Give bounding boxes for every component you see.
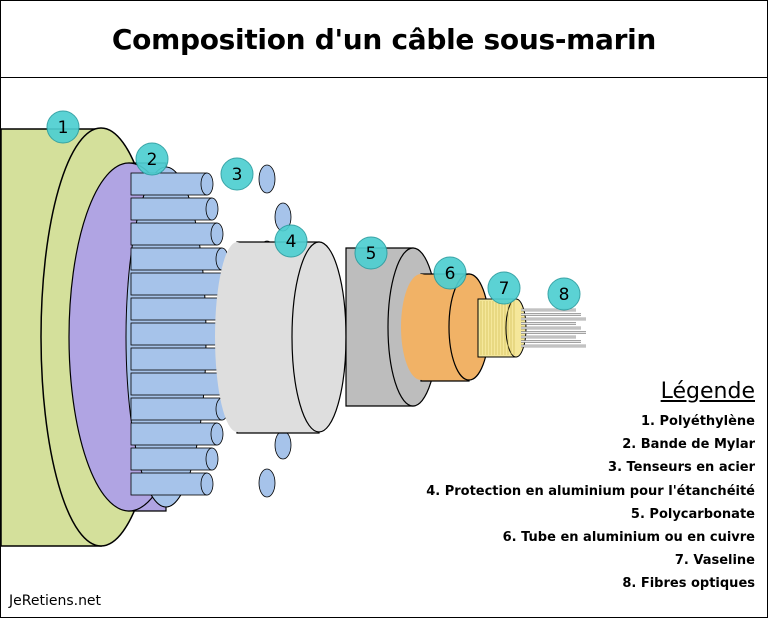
- marker-5: 5: [354, 236, 388, 270]
- steel-strand: [130, 247, 229, 271]
- legend-item-aluminium-shield: 4. Protection en aluminium pour l'étanch…: [426, 483, 755, 499]
- layer-markers: 1 2 3 4 5 6 7 8: [46, 110, 581, 311]
- marker-label: 7: [499, 279, 510, 299]
- layer-vaseline: [477, 298, 527, 358]
- legend: Légende 1. Polyéthylène 2. Bande de Myla…: [426, 379, 755, 596]
- marker-label: 5: [366, 244, 377, 264]
- watermark: JeRetiens.net: [9, 593, 102, 609]
- page-title: Composition d'un câble sous-marin: [111, 22, 657, 56]
- legend-item-vaseline: 7. Vaseline: [674, 553, 755, 569]
- legend-item-steel: 3. Tenseurs en acier: [608, 460, 755, 476]
- steel-strand-end: [274, 430, 292, 460]
- marker-8: 8: [547, 277, 581, 311]
- steel-strand: [130, 447, 219, 471]
- legend-item-metal-tube: 6. Tube en aluminium ou en cuivre: [502, 529, 755, 545]
- layer-metal-tube: [401, 273, 490, 382]
- steel-strand: [130, 172, 214, 196]
- legend-title: Légende: [660, 379, 755, 404]
- marker-4: 4: [274, 224, 308, 258]
- steel-strand-end: [258, 468, 276, 498]
- steel-strand: [130, 197, 219, 221]
- marker-label: 8: [559, 285, 570, 305]
- marker-label: 2: [147, 150, 158, 170]
- layer-aluminium-shield: [215, 241, 347, 434]
- steel-strand: [130, 472, 214, 496]
- marker-3: 3: [220, 157, 254, 191]
- marker-label: 4: [286, 232, 297, 252]
- legend-item-polycarbonate: 5. Polycarbonate: [630, 506, 755, 522]
- marker-7: 7: [487, 271, 521, 305]
- marker-label: 1: [58, 118, 69, 138]
- legend-item-optical-fibres: 8. Fibres optiques: [622, 576, 755, 592]
- marker-label: 6: [445, 264, 456, 284]
- layer-optical-fibres: [521, 308, 586, 348]
- marker-1: 1: [46, 110, 80, 144]
- marker-2: 2: [135, 142, 169, 176]
- marker-label: 3: [232, 165, 243, 185]
- steel-strand: [130, 222, 224, 246]
- steel-strand: [130, 397, 229, 421]
- steel-strand: [130, 422, 224, 446]
- steel-strand-end: [258, 164, 276, 194]
- marker-6: 6: [433, 256, 467, 290]
- layer-steel-tensors: [125, 164, 292, 508]
- legend-item-polyethylene: 1. Polyéthylène: [640, 414, 755, 429]
- legend-item-mylar: 2. Bande de Mylar: [622, 437, 755, 453]
- title-bar: Composition d'un câble sous-marin: [1, 1, 767, 78]
